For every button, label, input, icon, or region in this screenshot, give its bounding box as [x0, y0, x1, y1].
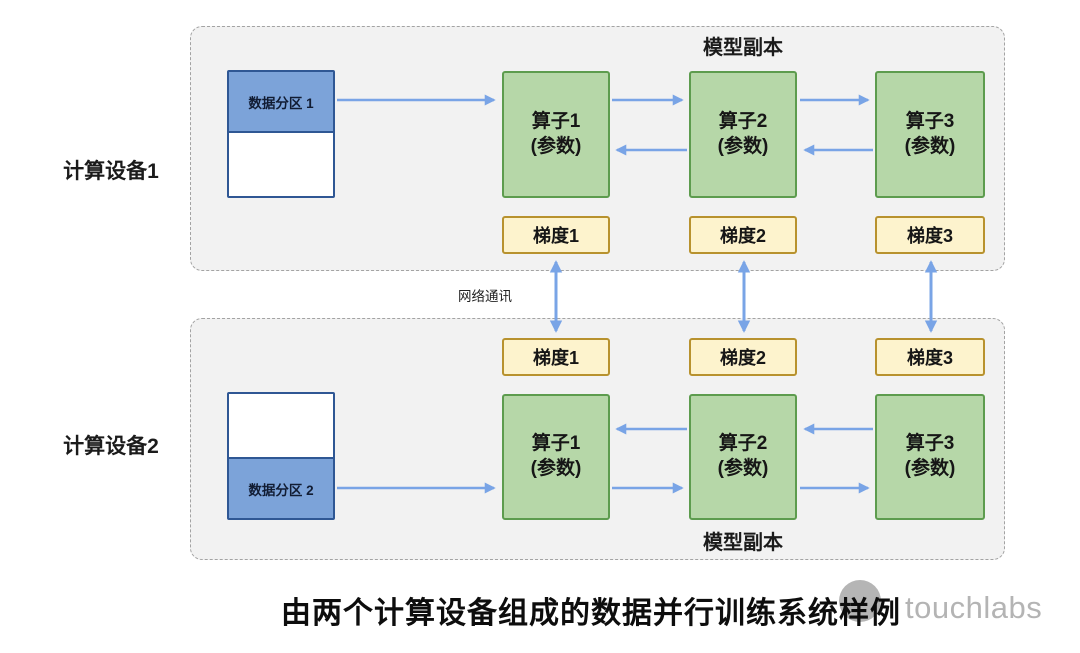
device2-operator1-box: 算子1 (参数)	[502, 394, 610, 520]
device2-operator2-box: 算子2 (参数)	[689, 394, 797, 520]
device2-gradient2-box: 梯度2	[689, 338, 797, 376]
device2-data-partition-box: 数据分区 2	[227, 392, 335, 520]
device2-data-partition-label: 数据分区 2	[229, 457, 333, 518]
watermark-text: touchlabs	[905, 590, 1043, 625]
network-communication-label: 网络通讯	[458, 289, 512, 304]
device1-gradient2-box: 梯度2	[689, 216, 797, 254]
device1-operator1-box: 算子1 (参数)	[502, 71, 610, 198]
device2-model-replica-label: 模型副本	[703, 532, 783, 554]
device2-operator3-box: 算子3 (参数)	[875, 394, 985, 520]
device1-gradient3-box: 梯度3	[875, 216, 985, 254]
device1-data-partition-label: 数据分区 1	[229, 72, 333, 133]
device1-operator3-box: 算子3 (参数)	[875, 71, 985, 198]
device1-data-partition-box: 数据分区 1	[227, 70, 335, 198]
device2-data-partition-empty	[229, 394, 333, 457]
device1-operator2-box: 算子2 (参数)	[689, 71, 797, 198]
device1-data-partition-empty	[229, 133, 333, 196]
device2-gradient1-box: 梯度1	[502, 338, 610, 376]
device1-model-replica-label: 模型副本	[703, 37, 783, 59]
device2-label: 计算设备2	[63, 435, 159, 458]
watermark-logo-circle	[839, 580, 881, 622]
device2-gradient3-box: 梯度3	[875, 338, 985, 376]
diagram-caption: 由两个计算设备组成的数据并行训练系统样例	[281, 597, 901, 630]
device1-label: 计算设备1	[63, 160, 159, 183]
device1-gradient1-box: 梯度1	[502, 216, 610, 254]
